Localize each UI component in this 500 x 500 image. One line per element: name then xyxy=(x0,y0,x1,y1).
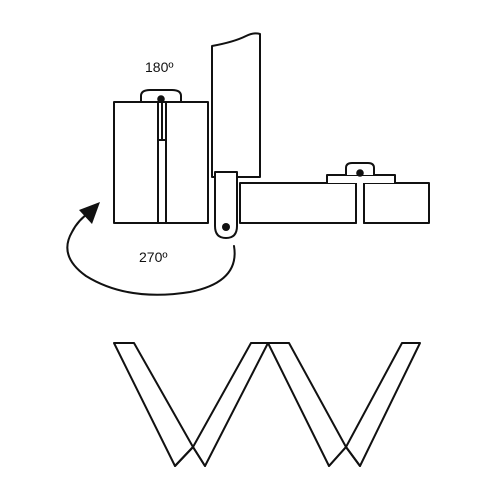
zigzag-panels xyxy=(113,342,421,467)
horizontal-panel-left xyxy=(239,182,357,224)
rotation-arrow xyxy=(66,202,236,296)
vertical-panel xyxy=(211,32,261,178)
flat-hinge-pin xyxy=(356,169,364,177)
corner-hinge xyxy=(214,171,238,239)
horizontal-panel-right xyxy=(363,182,430,224)
rotation-arc xyxy=(66,211,236,296)
zigzag-panel-2 xyxy=(192,342,269,467)
zigzag-panel-1 xyxy=(113,342,194,467)
zigzag-joint-1 xyxy=(174,446,206,467)
angle-label-270: 270º xyxy=(139,249,167,265)
zigzag-panel-4 xyxy=(345,342,421,467)
zigzag-panel-3 xyxy=(267,342,347,467)
rotation-arrowhead xyxy=(79,202,100,224)
vertical-panel-outline xyxy=(211,32,261,178)
corner-hinge-knuckle xyxy=(214,171,238,239)
corner-hinge-pin xyxy=(222,223,230,231)
horizontal-panels xyxy=(239,162,430,224)
flat-hinge-cap xyxy=(345,162,375,176)
folded-panel-pair xyxy=(113,89,209,224)
angle-label-180: 180º xyxy=(145,59,173,75)
zigzag-joint-2 xyxy=(328,446,361,467)
top-hinge-pin xyxy=(157,95,165,103)
